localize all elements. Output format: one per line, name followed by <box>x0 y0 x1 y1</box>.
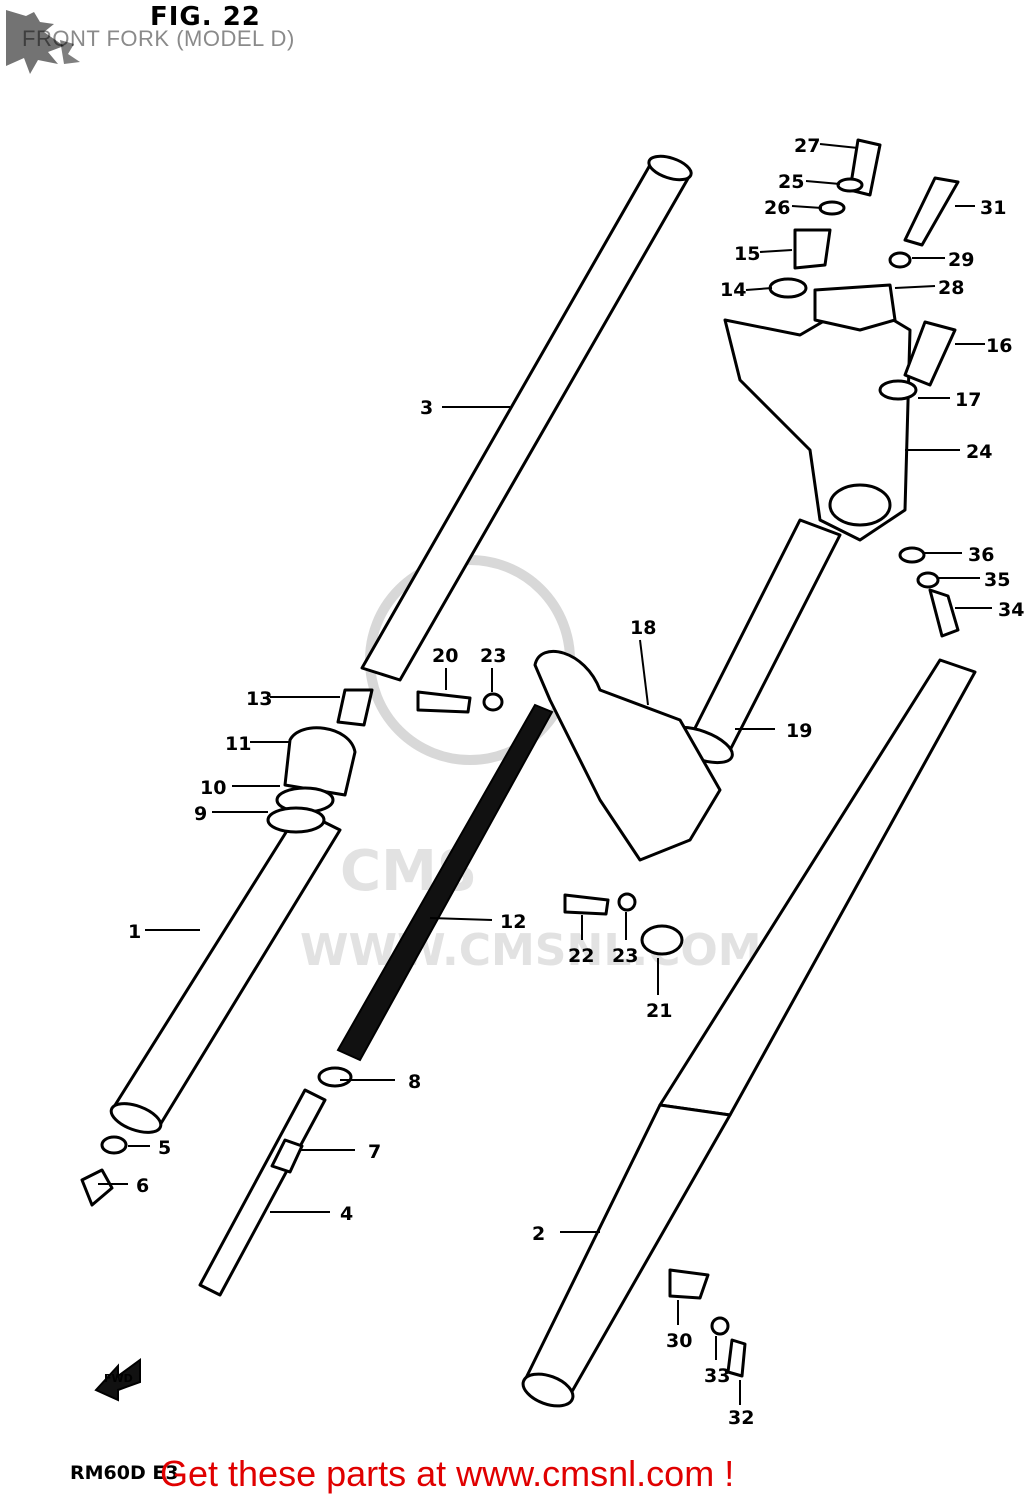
callout-27: 27 <box>794 135 820 157</box>
callout-11: 11 <box>225 733 251 755</box>
part-17-washer <box>878 379 918 401</box>
callout-2: 2 <box>532 1223 545 1245</box>
part-28-clamp <box>813 283 897 332</box>
figure-number: FIG. 22 <box>150 2 261 32</box>
callout-31: 30 <box>666 1330 692 1352</box>
part-30-bolt <box>903 176 960 247</box>
callout-26: 26 <box>764 197 790 219</box>
fwd-label: FWD <box>104 1372 133 1385</box>
callout-34: 34 <box>998 599 1024 621</box>
part-29-nut <box>888 251 912 269</box>
part-9-ring <box>266 806 326 834</box>
callout-10: 10 <box>200 777 226 799</box>
model-code: RM60D E3 <box>70 1462 179 1484</box>
part-22-bolt <box>563 893 610 916</box>
part-13-guide <box>336 688 374 727</box>
promo-banner[interactable]: Get these parts at www.cmsnl.com ! <box>160 1453 735 1494</box>
part-16-bolt <box>903 320 957 387</box>
callout-29: 29 <box>948 249 974 271</box>
part-35-washer <box>916 571 940 589</box>
callout-1: 1 <box>128 921 141 943</box>
part-8-ring <box>317 1066 353 1088</box>
callout-13: 13 <box>246 688 272 710</box>
callout-25: 25 <box>778 171 804 193</box>
part-25-washer <box>836 177 864 193</box>
part-24-upper-bracket <box>723 298 912 542</box>
callout-5: 5 <box>158 1137 171 1159</box>
callout-24: 24 <box>966 441 992 463</box>
part-26-washer <box>818 200 846 216</box>
part-1-outer-tube-left <box>109 808 342 1134</box>
callout-8: 8 <box>408 1071 421 1093</box>
part-21-clamp <box>640 924 684 956</box>
callout-17: 17 <box>955 389 981 411</box>
callout-12: 12 <box>500 911 526 933</box>
callout-23-upper: 23 <box>480 645 506 667</box>
callout-15: 15 <box>734 243 760 265</box>
callout-19: 19 <box>786 720 812 742</box>
part-20-bolt <box>416 690 472 714</box>
part-14-washer <box>768 277 808 299</box>
part-34-bolt <box>928 588 960 638</box>
part-4-damper-rod <box>198 1088 327 1297</box>
part-11-dust-cover <box>283 726 357 797</box>
part-12-spring <box>336 703 554 1062</box>
callout-16: 16 <box>986 335 1012 357</box>
part-15-nut <box>793 228 832 270</box>
part-18-lower-bracket <box>533 649 722 862</box>
callout-35: 35 <box>984 569 1010 591</box>
part-19-steering-stem <box>666 518 842 765</box>
callout-36: 36 <box>968 544 994 566</box>
forward-direction-arrow <box>94 1358 141 1402</box>
part-32-bolt <box>726 1338 747 1378</box>
watermark-url: WWW.CMSNL.COM <box>300 925 762 976</box>
leader-lines <box>98 143 992 1405</box>
callout-7: 7 <box>368 1141 381 1163</box>
callout-14: 14 <box>720 279 746 301</box>
callout-6: 6 <box>136 1175 149 1197</box>
scan-noise <box>6 10 80 74</box>
callout-30: 31 <box>980 197 1006 219</box>
part-31-clamp <box>668 1268 710 1300</box>
part-2-outer-tube-right <box>521 658 977 1408</box>
callout-9: 9 <box>194 803 207 825</box>
part-6-bolt <box>80 1168 114 1207</box>
callout-20: 20 <box>432 645 458 667</box>
part-36-washer <box>898 546 926 564</box>
callout-23-lower: 23 <box>612 945 638 967</box>
callout-18: 18 <box>630 617 656 639</box>
callout-3: 3 <box>420 397 433 419</box>
part-callouts: 3 13 11 10 9 1 5 6 7 8 4 12 2 27 25 26 1… <box>104 135 1024 1429</box>
part-23-washer-lower <box>617 892 637 912</box>
part-5-washer <box>100 1135 128 1155</box>
callout-32: 32 <box>728 1407 754 1429</box>
callout-33: 33 <box>704 1365 730 1387</box>
callout-22: 22 <box>568 945 594 967</box>
part-3-inner-tube-left <box>360 154 693 682</box>
part-23-washer-upper <box>482 692 504 712</box>
part-33-washer <box>710 1316 730 1336</box>
callout-21: 21 <box>646 1000 672 1022</box>
callout-28: 28 <box>938 277 964 299</box>
callout-4: 4 <box>340 1203 353 1225</box>
part-7-piston-ring <box>270 1138 304 1174</box>
